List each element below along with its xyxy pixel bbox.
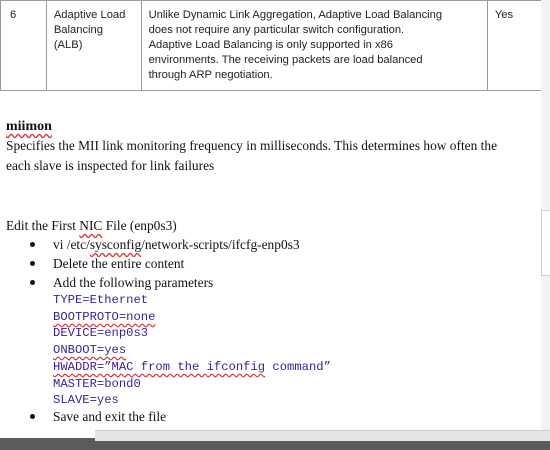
mode-name-line: Balancing <box>53 24 103 36</box>
bullet-icon <box>30 414 35 419</box>
description-line: Adaptive Load Balancing is only supporte… <box>148 39 393 51</box>
mode-name-cell: Adaptive Load Balancing (ALB) <box>45 0 142 91</box>
bullet-icon <box>30 261 35 266</box>
load-balancing-cell: Yes <box>486 0 541 91</box>
description-line: Unlike Dynamic Link Aggregation, Adaptiv… <box>148 9 443 21</box>
param-onboot: ONBOOT=yes <box>53 343 127 357</box>
load-balancing-value: Yes <box>494 9 514 21</box>
mode-description-cell: Unlike Dynamic Link Aggregation, Adaptiv… <box>140 0 488 91</box>
miimon-description-line: each slave is inspected for link failure… <box>6 158 215 173</box>
mode-name-line: (ALB) <box>53 39 83 51</box>
table-row: 6 Adaptive Load Balancing (ALB) Unlike D… <box>0 0 541 91</box>
bullet-icon <box>30 280 35 285</box>
bullet-icon <box>30 242 35 247</box>
param-type: TYPE=Ethernet <box>53 293 149 307</box>
miimon-description: Specifies the MII link monitoring freque… <box>6 136 541 176</box>
param-bootproto: BOOTPROTO=none <box>53 310 156 324</box>
description-line: does not require any particular switch c… <box>148 24 405 36</box>
miimon-description-line: Specifies the MII link monitoring freque… <box>6 138 498 153</box>
edit-nic-title: Edit the First NIC File (enp0s3) <box>6 218 177 233</box>
horizontal-scrollbar-track[interactable] <box>0 438 550 450</box>
horizontal-scrollbar-thumb[interactable] <box>95 430 550 441</box>
mode-number-cell: 6 <box>0 0 47 91</box>
description-line: through ARP negotiation. <box>148 69 273 81</box>
param-slave: SLAVE=yes <box>53 393 119 407</box>
param-device: DEVICE=enp0s3 <box>53 326 149 340</box>
spellcheck-word: NIC <box>79 218 103 233</box>
param-hwaddr: HWADDR=”MAC from the ifconfig command” <box>53 360 331 374</box>
mode-name-line: Adaptive Load <box>53 9 126 21</box>
bonding-mode-table: 6 Adaptive Load Balancing (ALB) Unlike D… <box>0 0 541 91</box>
spellcheck-word: sysconfig <box>89 237 142 252</box>
spellcheck-word: ifconfig <box>206 360 266 374</box>
miimon-heading: miimon <box>6 119 52 134</box>
document-page: 6 Adaptive Load Balancing (ALB) Unlike D… <box>0 0 541 438</box>
vertical-scrollbar-thumb[interactable] <box>541 210 550 276</box>
description-line: environments. The receiving packets are … <box>148 54 423 66</box>
mode-number: 6 <box>10 9 17 21</box>
param-master: MASTER=bond0 <box>53 377 141 391</box>
